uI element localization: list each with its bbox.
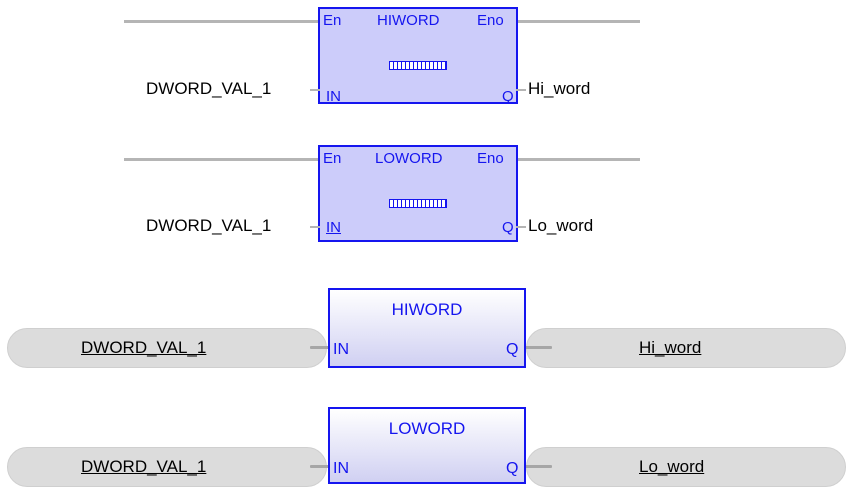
output-variable-box[interactable]: Hi_word xyxy=(526,328,846,368)
input-wire xyxy=(310,226,320,228)
input-wire xyxy=(310,346,338,349)
input-variable[interactable]: DWORD_VAL_1 xyxy=(146,79,272,98)
function-name: HIWORD xyxy=(377,12,440,29)
q-pin-label: Q xyxy=(506,341,519,358)
block-instance-icon xyxy=(389,199,447,208)
input-variable-box[interactable]: DWORD_VAL_1 xyxy=(7,447,327,487)
in-pin-label: IN xyxy=(326,88,341,105)
ld-en-rung-left xyxy=(124,158,320,161)
output-variable: Lo_word xyxy=(639,457,705,476)
function-name: LOWORD xyxy=(375,150,443,167)
ld-loword-block[interactable]: En LOWORD Eno IN Q xyxy=(318,145,518,242)
input-variable[interactable]: DWORD_VAL_1 xyxy=(146,216,272,235)
ld-eno-rung-right xyxy=(516,20,640,23)
q-pin-label: Q xyxy=(502,88,514,105)
output-wire xyxy=(514,346,552,349)
function-name: HIWORD xyxy=(391,300,463,319)
input-wire xyxy=(310,465,338,468)
output-variable: Hi_word xyxy=(639,338,702,357)
output-variable-box[interactable]: Lo_word xyxy=(526,447,846,487)
output-wire xyxy=(516,89,526,91)
block-instance-icon xyxy=(389,61,447,70)
in-pin-label: IN xyxy=(333,341,349,358)
en-pin-label: En xyxy=(323,150,342,167)
ld-en-rung-left xyxy=(124,20,320,23)
output-variable[interactable]: Hi_word xyxy=(528,79,591,98)
function-name: LOWORD xyxy=(388,419,466,438)
output-wire xyxy=(516,226,526,228)
en-pin-label: En xyxy=(323,12,342,29)
eno-pin-label: Eno xyxy=(477,150,504,167)
input-variable: DWORD_VAL_1 xyxy=(81,338,207,357)
q-pin-label: Q xyxy=(506,460,519,477)
input-variable-box[interactable]: DWORD_VAL_1 xyxy=(7,328,327,368)
input-wire xyxy=(310,89,320,91)
output-variable[interactable]: Lo_word xyxy=(528,216,594,235)
ld-hiword-block[interactable]: En HIWORD Eno IN Q xyxy=(318,7,518,105)
ld-eno-rung-right xyxy=(516,158,640,161)
eno-pin-label: Eno xyxy=(477,12,504,29)
q-pin-label: Q xyxy=(502,219,514,236)
in-pin-label: IN xyxy=(333,460,349,477)
input-variable: DWORD_VAL_1 xyxy=(81,457,207,476)
output-wire xyxy=(514,465,552,468)
fbd-loword-block[interactable]: LOWORD IN Q xyxy=(328,407,526,484)
fbd-hiword-block[interactable]: HIWORD IN Q xyxy=(328,288,526,368)
in-pin-label: IN xyxy=(326,219,341,236)
